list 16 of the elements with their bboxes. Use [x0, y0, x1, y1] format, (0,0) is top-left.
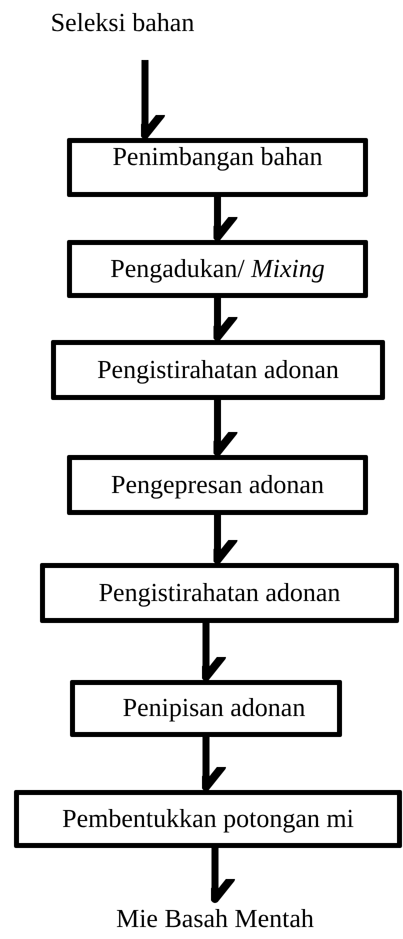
flow-text: Seleksi bahan	[50, 8, 194, 38]
step-label: Pengadukan/ Mixing	[110, 254, 325, 284]
process-box	[51, 340, 385, 400]
process-box	[67, 455, 368, 515]
step-label: Pengistirahatan adonan	[97, 356, 339, 384]
process-box	[40, 563, 399, 623]
process-box	[70, 680, 342, 737]
process-box	[67, 240, 368, 298]
flow-text: Mie Basah Mentah	[116, 904, 314, 934]
step-label: Pengistirahatan adonan	[98, 578, 340, 608]
step-label: Pembentukkan potongan mi	[62, 804, 354, 834]
process-box	[67, 138, 368, 197]
step-label: Penipisan adonan	[122, 694, 306, 723]
process-box	[14, 790, 402, 848]
step-label: Penimbangan bahan	[112, 143, 323, 172]
step-label: Pengepresan adonan	[111, 470, 324, 500]
